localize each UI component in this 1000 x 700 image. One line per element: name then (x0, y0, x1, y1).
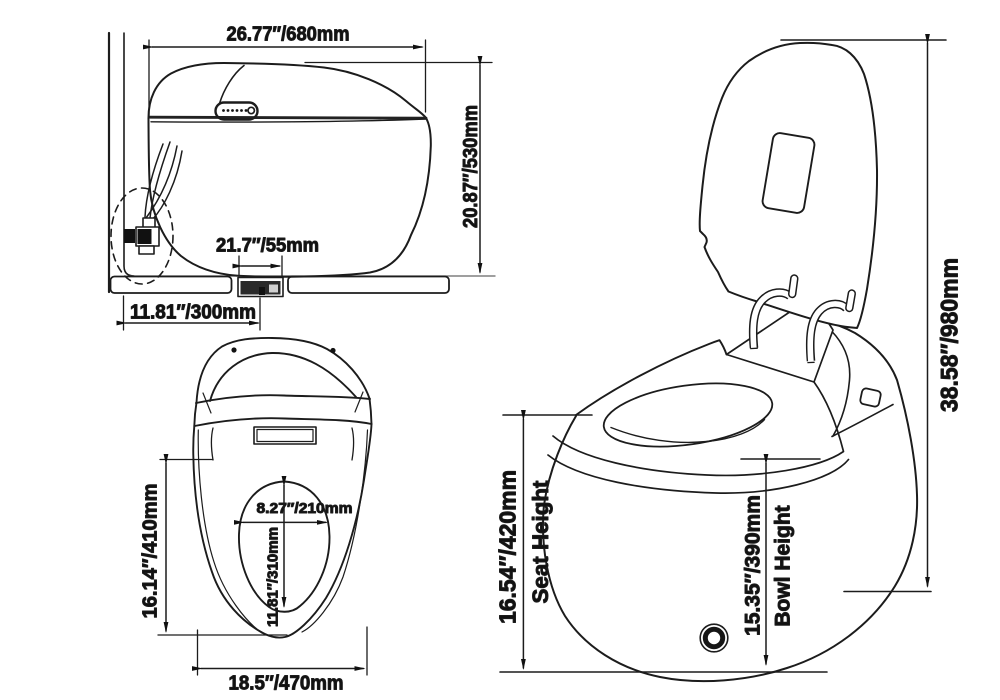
svg-text:Bowl Height: Bowl Height (772, 505, 795, 626)
svg-text:11.81″/300mm: 11.81″/300mm (130, 302, 256, 324)
svg-text:8.27″/210mm: 8.27″/210mm (257, 500, 353, 517)
svg-text:Seat Height: Seat Height (528, 480, 553, 604)
svg-text:38.58″/980mm: 38.58″/980mm (937, 258, 964, 412)
svg-text:18.5″/470mm: 18.5″/470mm (229, 673, 344, 695)
svg-text:11.81″/310mm: 11.81″/310mm (265, 527, 282, 627)
svg-text:15.35″/390mm: 15.35″/390mm (742, 495, 765, 636)
svg-text:20.87″/530mm: 20.87″/530mm (460, 105, 482, 228)
svg-text:21.7″/55mm: 21.7″/55mm (216, 236, 319, 257)
svg-text:16.54″/420mm: 16.54″/420mm (495, 470, 521, 624)
svg-text:16.14″/410mm: 16.14″/410mm (140, 484, 162, 619)
svg-text:26.77″/680mm: 26.77″/680mm (227, 23, 350, 45)
